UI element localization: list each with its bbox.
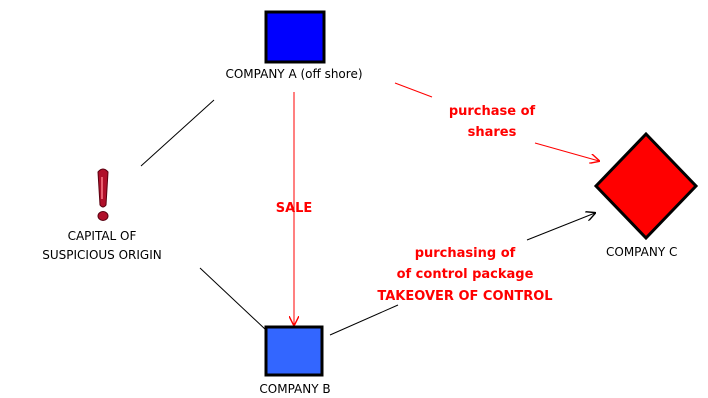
company-a-node[interactable] — [264, 10, 326, 64]
purchase-shares-label-line2: shares — [467, 125, 517, 140]
capital-label-line1: CAPITAL OF — [67, 229, 137, 243]
edge-control-arrow-lower — [329, 304, 399, 336]
edge-capital-to-company-b — [199, 267, 267, 331]
exclamation-icon — [97, 168, 109, 221]
purchase-shares-label-line1: purchase of — [448, 104, 536, 119]
edge-control-arrow-upper — [526, 213, 595, 241]
company-b-label: COMPANY B — [259, 382, 331, 396]
edge-capital-to-company-a — [140, 99, 215, 167]
control-label-line1: purchasing of — [414, 246, 516, 261]
company-b-node[interactable] — [264, 325, 324, 377]
edge-purchase-shares-arrow-tail — [534, 142, 599, 161]
company-c-label: COMPANY C — [606, 245, 678, 259]
capital-label-line2: SUSPICIOUS ORIGIN — [42, 248, 162, 262]
sale-label: SALE — [275, 201, 313, 216]
company-a-label: COMPANY A (off shore) — [225, 67, 363, 81]
control-label-line3: TAKEOVER OF CONTROL — [377, 289, 553, 304]
company-c-node[interactable] — [593, 131, 699, 241]
control-label-line2: of control package — [396, 267, 534, 282]
edge-purchase-shares-arrow — [394, 82, 433, 98]
